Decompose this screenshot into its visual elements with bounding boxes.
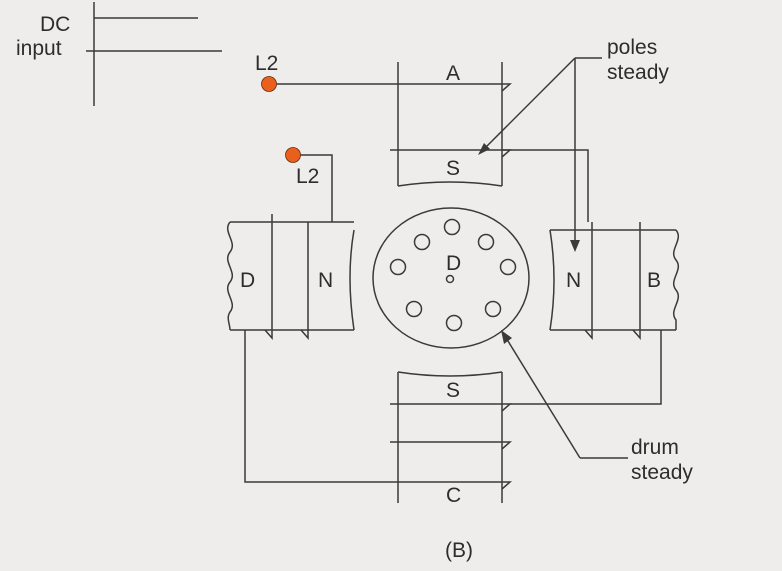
l2-left-label: L2 bbox=[296, 165, 319, 188]
pole-d-face bbox=[349, 229, 355, 331]
drum-hole-8 bbox=[445, 314, 463, 332]
drum-body bbox=[372, 207, 530, 349]
poles-steady-annotation: poles steady bbox=[478, 36, 669, 252]
l2-top-terminal bbox=[261, 76, 277, 92]
pole-d-winding-2 bbox=[300, 222, 309, 340]
pole-a-face bbox=[397, 181, 503, 187]
pole-d-wavy-edge bbox=[227, 221, 233, 331]
pole-a-face-label: S bbox=[446, 157, 460, 180]
pole-c-face-label: S bbox=[446, 379, 460, 402]
pole-a-winding-2 bbox=[398, 83, 512, 92]
steady-label-2: steady bbox=[631, 461, 693, 484]
drum-annotation-label: drum bbox=[631, 436, 679, 459]
drum-hole-3 bbox=[477, 233, 495, 251]
drum-arrowhead bbox=[501, 330, 512, 344]
pole-c-winding-2 bbox=[390, 441, 512, 450]
figure-caption: (B) bbox=[445, 539, 473, 562]
l2-top-label: L2 bbox=[255, 52, 278, 75]
pole-b-winding-2 bbox=[632, 222, 641, 340]
pole-c-face bbox=[397, 371, 503, 377]
input-label: input bbox=[16, 37, 62, 60]
pole-b-face-label: N bbox=[566, 269, 581, 292]
dc-label: DC bbox=[40, 13, 70, 36]
pole-d: D N bbox=[227, 214, 355, 340]
poles-arrowhead-diagonal bbox=[478, 143, 490, 155]
pole-c-winding-1 bbox=[390, 403, 512, 412]
pole-b-face bbox=[549, 229, 555, 331]
poles-label: poles bbox=[607, 36, 657, 59]
steady-label-1: steady bbox=[607, 61, 669, 84]
pole-d-label: D bbox=[240, 269, 255, 292]
l2-left-terminal bbox=[285, 147, 301, 163]
drum-arrow-diagonal bbox=[502, 332, 581, 459]
pole-d-winding-1 bbox=[264, 214, 273, 340]
drum-hole-1 bbox=[443, 218, 461, 236]
poles-arrow-diagonal bbox=[479, 57, 576, 154]
pole-a: A S bbox=[390, 62, 512, 187]
drum-hole-2 bbox=[413, 233, 431, 251]
dc-input-source: DC input bbox=[16, 2, 222, 106]
drum-shaft bbox=[445, 274, 455, 284]
wire-d-to-c bbox=[244, 330, 390, 483]
wire-b-to-c bbox=[510, 330, 662, 405]
wire-a-to-b bbox=[502, 149, 589, 222]
drum-hole-5 bbox=[499, 258, 517, 276]
pole-a-winding-1 bbox=[390, 149, 512, 158]
pole-c-winding-3 bbox=[390, 481, 512, 490]
drum-label: D bbox=[446, 252, 461, 275]
pole-b: B N bbox=[549, 222, 679, 340]
pole-d-face-label: N bbox=[318, 269, 333, 292]
drum-hole-6 bbox=[405, 300, 423, 318]
pole-c-label: C bbox=[446, 484, 461, 507]
drum-hole-7 bbox=[484, 300, 502, 318]
drum-hole-4 bbox=[389, 258, 407, 276]
pole-b-label: B bbox=[647, 269, 661, 292]
pole-b-wavy-edge bbox=[673, 229, 679, 330]
drum-steady-annotation: drum steady bbox=[501, 330, 693, 484]
pole-a-label: A bbox=[446, 62, 460, 85]
l2-left-wire bbox=[293, 154, 333, 222]
pole-b-winding-1 bbox=[584, 222, 593, 340]
poles-arrowhead-vertical bbox=[570, 240, 580, 252]
rotor-drum: D bbox=[372, 207, 530, 349]
pole-c: S C bbox=[390, 371, 512, 507]
